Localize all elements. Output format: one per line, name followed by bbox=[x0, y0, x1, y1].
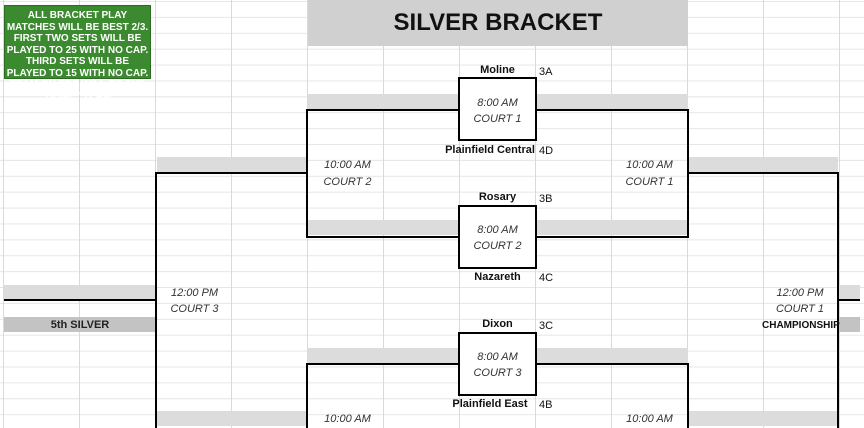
match-2-court: COURT 2 bbox=[473, 240, 522, 252]
right-top-court: COURT 1 bbox=[625, 176, 674, 188]
team-rosary: Rosary bbox=[478, 191, 517, 203]
shade-row bbox=[688, 411, 838, 426]
championship-label: CHAMPIONSHIP bbox=[762, 320, 840, 331]
right-bottom-time: 10:00 AM bbox=[626, 413, 673, 425]
match-box-1 bbox=[458, 77, 537, 141]
bracket-line bbox=[306, 109, 460, 111]
left-top-time: 10:00 AM bbox=[324, 159, 371, 171]
bracket-line bbox=[4, 299, 157, 301]
match-1-time: 8:00 AM bbox=[477, 97, 518, 109]
shade-row bbox=[838, 285, 860, 300]
final-time: 12:00 PM bbox=[776, 287, 824, 299]
seed-plainfield-central: 4D bbox=[539, 145, 554, 157]
seed-nazareth: 4C bbox=[539, 272, 554, 284]
left-top-court: COURT 2 bbox=[323, 176, 372, 188]
match-3-court: COURT 3 bbox=[473, 367, 522, 379]
final-court: COURT 1 bbox=[775, 303, 825, 315]
shade-row bbox=[157, 411, 307, 426]
left-bottom-time: 10:00 AM bbox=[324, 413, 371, 425]
rules-note: ALL BRACKET PLAY MATCHES WILL BE BEST 2/… bbox=[4, 5, 151, 102]
fifth-place-label: 5th SILVER bbox=[4, 317, 156, 332]
match-1-court: COURT 1 bbox=[473, 113, 522, 125]
bracket-line bbox=[837, 299, 860, 301]
right-top-time: 10:00 AM bbox=[626, 159, 673, 171]
left-semi-time: 12:00 PM bbox=[170, 287, 219, 299]
shade-row bbox=[157, 157, 307, 172]
team-nazareth: Nazareth bbox=[474, 271, 521, 283]
shade-row bbox=[4, 285, 156, 300]
shade-row bbox=[688, 157, 838, 172]
seed-moline: 3A bbox=[539, 66, 553, 78]
bracket-line bbox=[535, 363, 689, 365]
team-plainfield-central: Plainfield Central bbox=[445, 144, 535, 156]
seed-plainfield-east: 4B bbox=[539, 399, 553, 411]
bracket-line bbox=[306, 363, 308, 428]
bracket-line bbox=[306, 363, 460, 365]
match-3-time: 8:00 AM bbox=[477, 351, 518, 363]
seed-dixon: 3C bbox=[539, 320, 554, 332]
page-title: SILVER BRACKET bbox=[308, 0, 688, 46]
team-moline: Moline bbox=[480, 64, 515, 76]
bracket-line bbox=[535, 109, 689, 111]
match-box-3 bbox=[458, 332, 537, 396]
seed-rosary: 3B bbox=[539, 193, 553, 205]
bracket-line bbox=[155, 172, 308, 174]
championship-bar bbox=[838, 317, 860, 332]
bracket-line bbox=[306, 236, 460, 238]
bracket-line bbox=[687, 363, 689, 428]
bracket-line bbox=[535, 236, 689, 238]
bracket-line bbox=[687, 172, 839, 174]
match-2-time: 8:00 AM bbox=[477, 224, 518, 236]
team-plainfield-east: Plainfield East bbox=[452, 398, 528, 410]
team-dixon: Dixon bbox=[482, 318, 513, 330]
match-box-2 bbox=[458, 205, 537, 269]
left-semi-court: COURT 3 bbox=[170, 303, 219, 315]
